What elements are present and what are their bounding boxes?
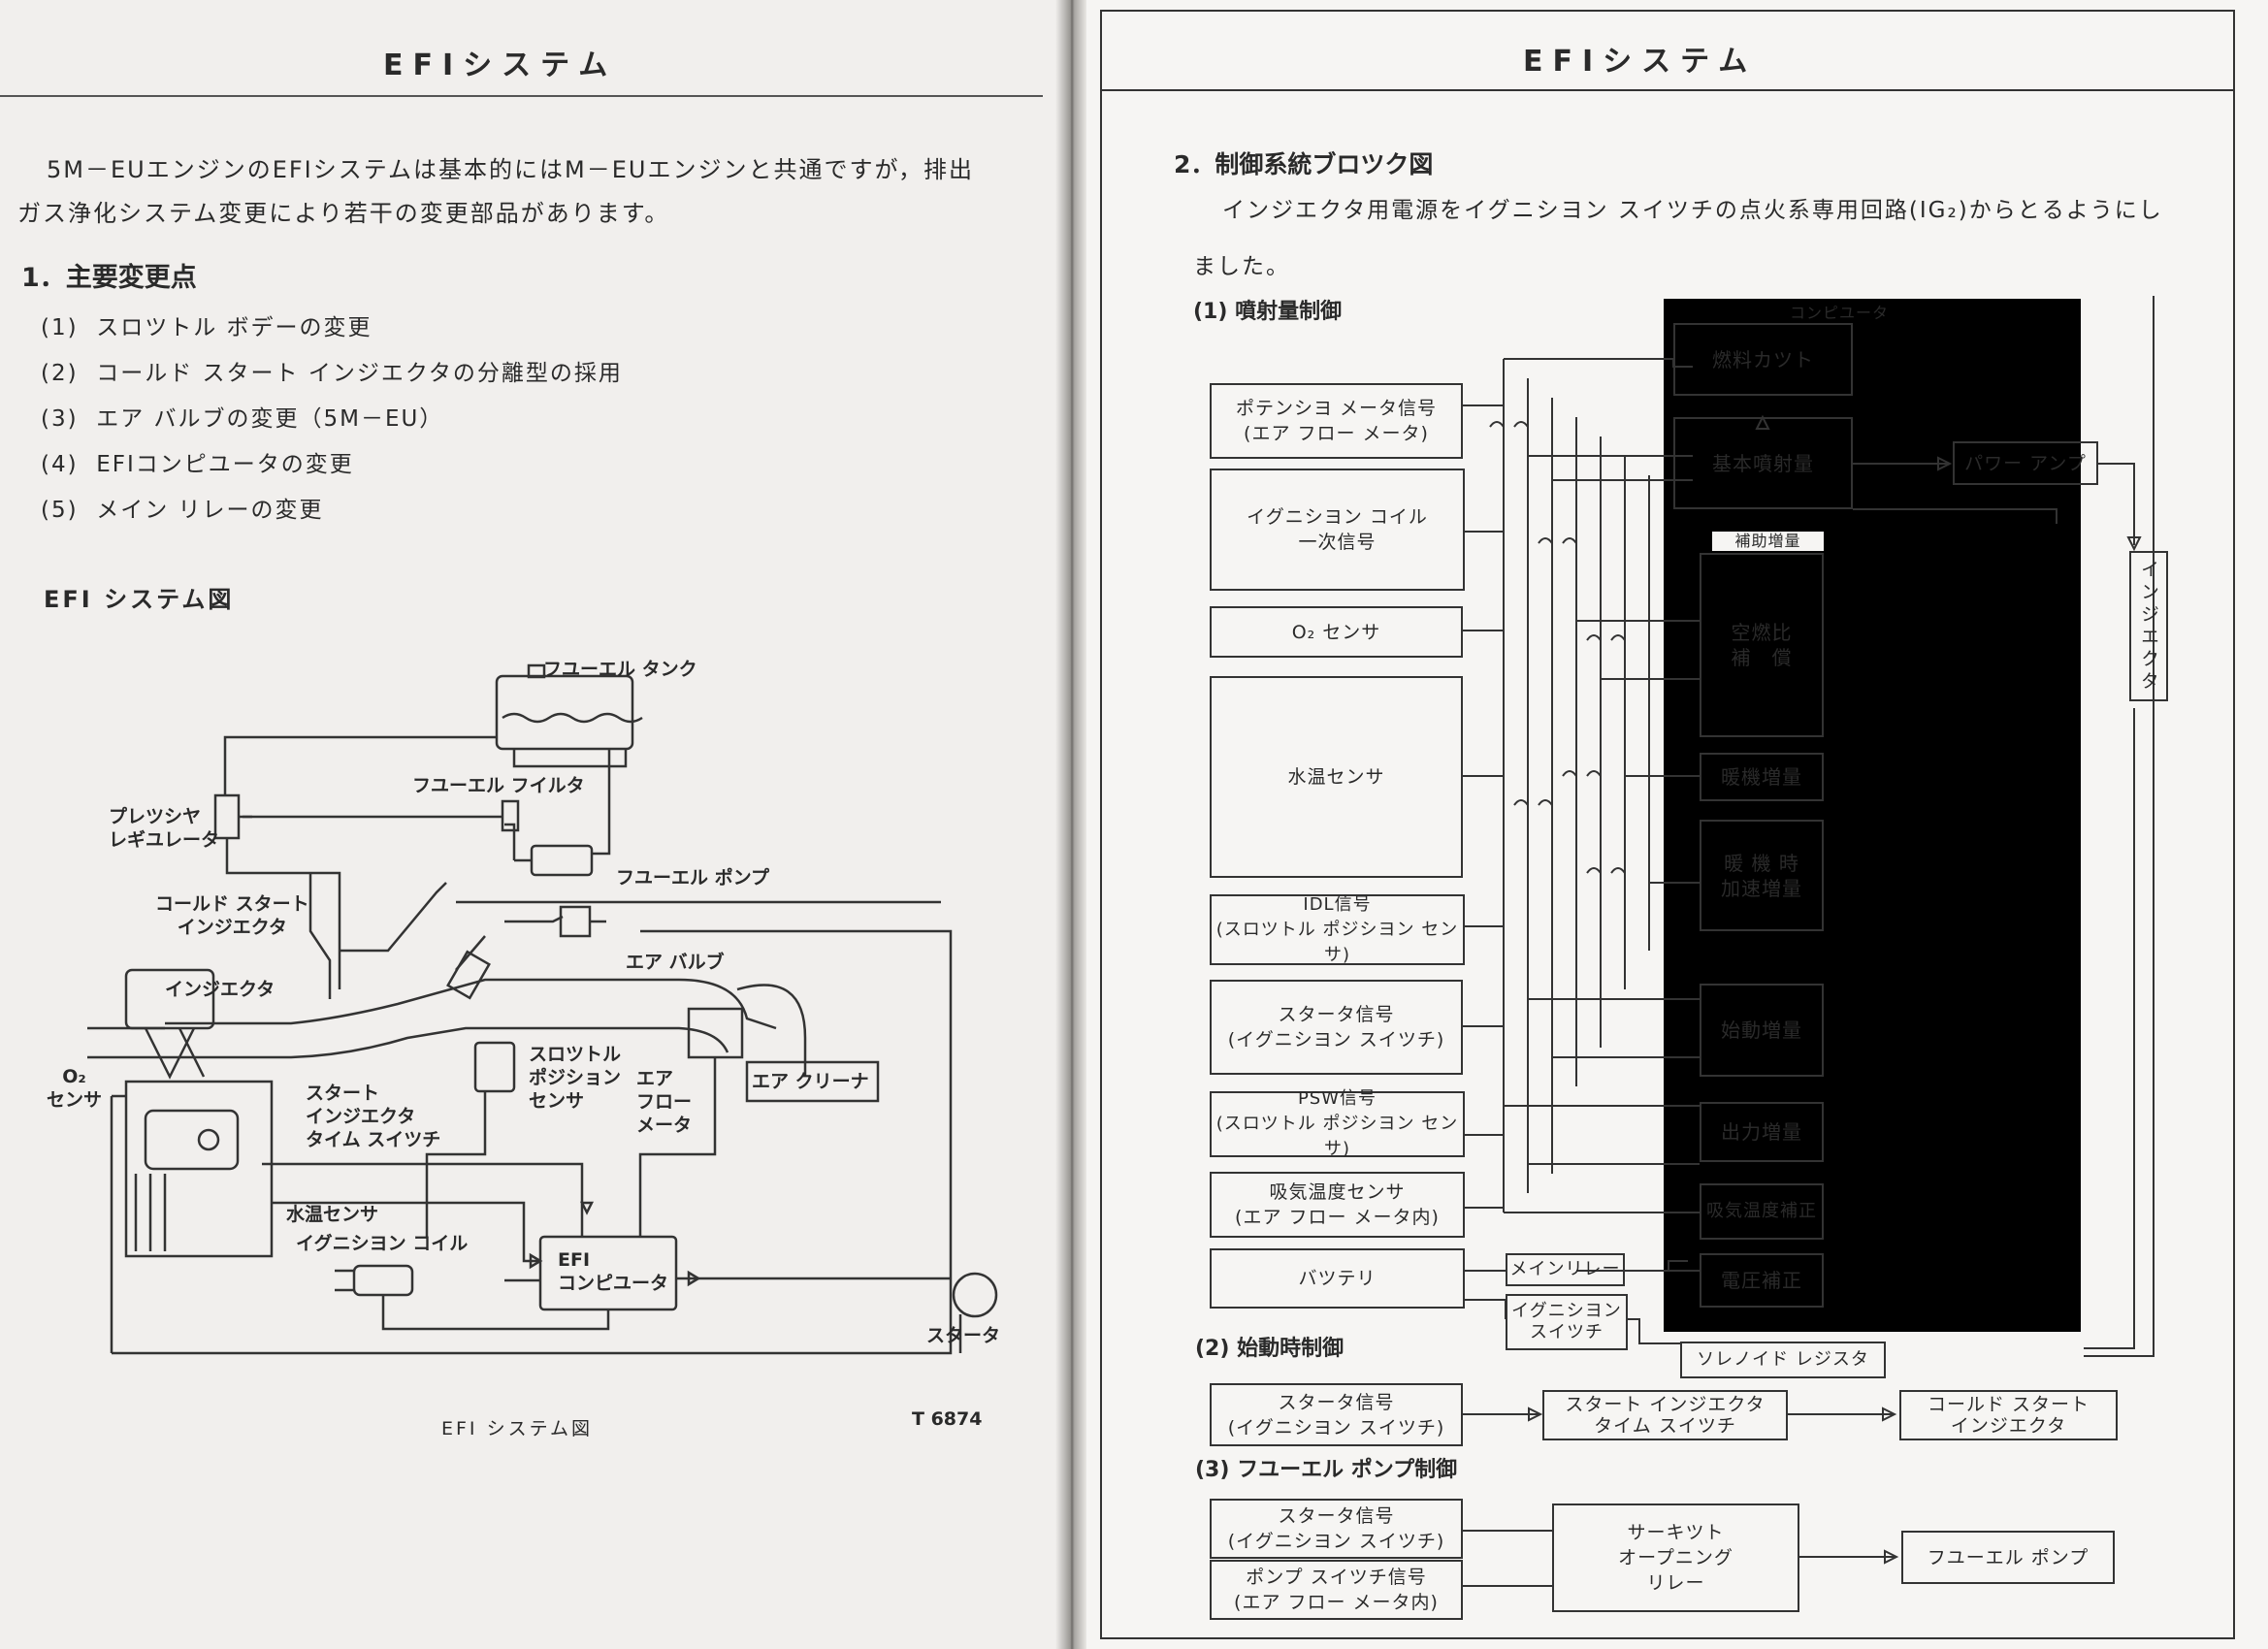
change-text: メイン リレーの変更: [96, 498, 324, 523]
label-fuel-filter: フユーエル フイルタ: [412, 775, 585, 796]
figure-code: T 6874: [912, 1408, 983, 1430]
efi-system-diagram: [87, 663, 998, 1355]
change-item: (5) メイン リレーの変更: [41, 491, 324, 524]
change-num: (3): [41, 406, 79, 432]
change-text: コールド スタート インジエクタの分離型の採用: [96, 361, 623, 386]
block-power-amp: パワー アンプ: [1953, 441, 2098, 485]
section-2-title: 2．制御系統ブロツク図: [1174, 150, 1434, 178]
intro-line-1: 5M－EUエンジンのEFIシステムは基本的にはM－EUエンジンと共通ですが，排出: [47, 156, 975, 183]
input-psw-signal: PSW信号 (スロツトル ポジシヨン センサ): [1210, 1088, 1465, 1159]
block-intake-temp-compensation: 吸気温度補正: [1700, 1183, 1824, 1240]
subsection-2-title: (2) 始動時制御: [1195, 1337, 1345, 1361]
change-text: EFIコンピユータの変更: [96, 452, 354, 477]
change-item: (3) エア バルブの変更（5M－EU）: [41, 400, 443, 433]
change-item: (2) コールド スタート インジエクタの分離型の採用: [41, 354, 623, 387]
label-start-injector-time-switch: スタート インジエクタ タイム スイツチ: [306, 1083, 441, 1150]
block-warmup-accel-increase: 暖 機 時 加速増量: [1700, 820, 1824, 931]
block-base-injection: 基本噴射量: [1673, 417, 1853, 509]
block-output-increase: 出力増量: [1700, 1102, 1824, 1162]
block-af-compensation: 空燃比 補 償: [1700, 553, 1824, 737]
label-air-valve: エア バルブ: [626, 952, 725, 973]
header-rule: [0, 95, 1043, 97]
change-num: (5): [41, 498, 79, 523]
left-page-header: EFIシステム: [383, 48, 618, 82]
block-main-relay: メインリレー: [1506, 1253, 1625, 1286]
paragraph-line-1: インジエクタ用電源をイグニシヨン スイツチの点火系専用回路(IG₂)からとるよう…: [1222, 198, 2163, 223]
change-num: (4): [41, 452, 79, 477]
pump-ctrl-circuit-opening-relay: サーキツト オープニング リレー: [1552, 1504, 1799, 1612]
subsection-3-title: (3) フユーエル ポンプ制御: [1195, 1458, 1458, 1482]
change-num: (2): [41, 361, 79, 386]
label-starter: スタータ: [926, 1325, 1001, 1346]
header-rule: [1100, 89, 2235, 91]
label-air-flow-meter: エア フロー メータ: [636, 1068, 693, 1136]
block-voltage-compensation: 電圧補正: [1700, 1253, 1824, 1308]
label-o2-sensor: O₂ センサ: [47, 1066, 103, 1111]
label-cold-start-injector: コールド スタート インジエクタ: [155, 893, 309, 938]
label-ignition-coil: イグニシヨン コイル: [296, 1233, 469, 1254]
pump-ctrl-input-starter: スタータ信号 (イグニシヨン スイツチ): [1210, 1499, 1463, 1559]
page-frame: [1100, 10, 2235, 1639]
input-o2-sensor: O₂ センサ: [1210, 606, 1463, 658]
start-ctrl-cold-start-injector: コールド スタート インジエクタ: [1899, 1390, 2118, 1440]
start-ctrl-time-switch: スタート インジエクタ タイム スイツチ: [1542, 1390, 1788, 1440]
change-item: (1) スロツトル ボデーの変更: [41, 308, 373, 341]
input-battery: バツテリ: [1210, 1248, 1465, 1309]
book-gutter: [1055, 0, 1088, 1649]
label-water-temp-sensor: 水温センサ: [286, 1204, 379, 1225]
input-potentiometer-signal: ポテンシヨ メータ信号 (エア フロー メータ): [1210, 383, 1463, 459]
label-pressure-regulator: プレツシヤ レギユレータ: [109, 806, 220, 851]
start-ctrl-input: スタータ信号 (イグニシヨン スイツチ): [1210, 1383, 1463, 1446]
label-fuel-pump: フユーエル ポンプ: [616, 867, 770, 889]
diagram-title: EFI システム図: [44, 586, 235, 613]
computer-label: コンピユータ: [1790, 304, 1890, 322]
input-ignition-coil-primary: イグニシヨン コイル 一次信号: [1210, 469, 1465, 591]
pump-ctrl-input-pump-switch: ポンプ スイツチ信号 (エア フロー メータ内): [1210, 1560, 1463, 1620]
block-injector: インジエクタ: [2129, 551, 2168, 701]
intro-line-2: ガス浄化システム変更により若干の変更部品があります。: [17, 200, 670, 227]
change-text: エア バルブの変更（5M－EU）: [96, 406, 444, 432]
label-efi-computer: EFI コンピユータ: [558, 1249, 669, 1294]
change-text: スロツトル ボデーの変更: [96, 315, 373, 340]
input-intake-temp-sensor: 吸気温度センサ (エア フロー メータ内): [1210, 1172, 1465, 1238]
label-air-cleaner: エア クリーナ: [752, 1071, 869, 1092]
label-throttle-position-sensor: スロツトル ポジション センサ: [529, 1044, 622, 1112]
block-fuel-cut: 燃料カツト: [1673, 323, 1853, 396]
input-idl-signal: IDL信号 (スロツトル ポジシヨン センサ): [1210, 894, 1465, 965]
subsection-1-title: (1) 噴射量制御: [1193, 300, 1343, 324]
figure-caption: EFI システム図: [441, 1418, 594, 1439]
block-ignition-switch: イグニシヨン スイツチ: [1506, 1294, 1628, 1350]
change-num: (1): [41, 315, 79, 340]
label-fuel-tank: フユーエル タンク: [543, 659, 697, 680]
section-1-title: 1．主要変更点: [21, 263, 197, 293]
label-injector: インジエクタ: [165, 979, 275, 1000]
right-page-header: EFIシステム: [1523, 45, 1758, 79]
paragraph-line-2: ました。: [1193, 254, 1290, 279]
signal-lines: [1463, 358, 1700, 1272]
input-water-temp-sensor: 水温センサ: [1210, 676, 1463, 878]
right-page: EFIシステム 2．制御系統ブロツク図 インジエクタ用電源をイグニシヨン スイツ…: [1086, 0, 2268, 1649]
block-solenoid-resistor: ソレノイド レジスタ: [1680, 1342, 1886, 1378]
left-page: EFIシステム 5M－EUエンジンのEFIシステムは基本的にはM－EUエンジンと…: [0, 0, 1057, 1649]
aux-increase-label: 補助増量: [1712, 532, 1824, 551]
block-start-increase: 始動増量: [1700, 984, 1824, 1077]
pump-ctrl-fuel-pump: フユーエル ポンプ: [1901, 1531, 2115, 1584]
block-diagram-wiring: [1463, 296, 2155, 1587]
change-item: (4) EFIコンピユータの変更: [41, 445, 354, 478]
input-starter-signal: スタータ信号 (イグニシヨン スイツチ): [1210, 980, 1463, 1075]
block-warmup-increase: 暖機増量: [1700, 753, 1824, 801]
